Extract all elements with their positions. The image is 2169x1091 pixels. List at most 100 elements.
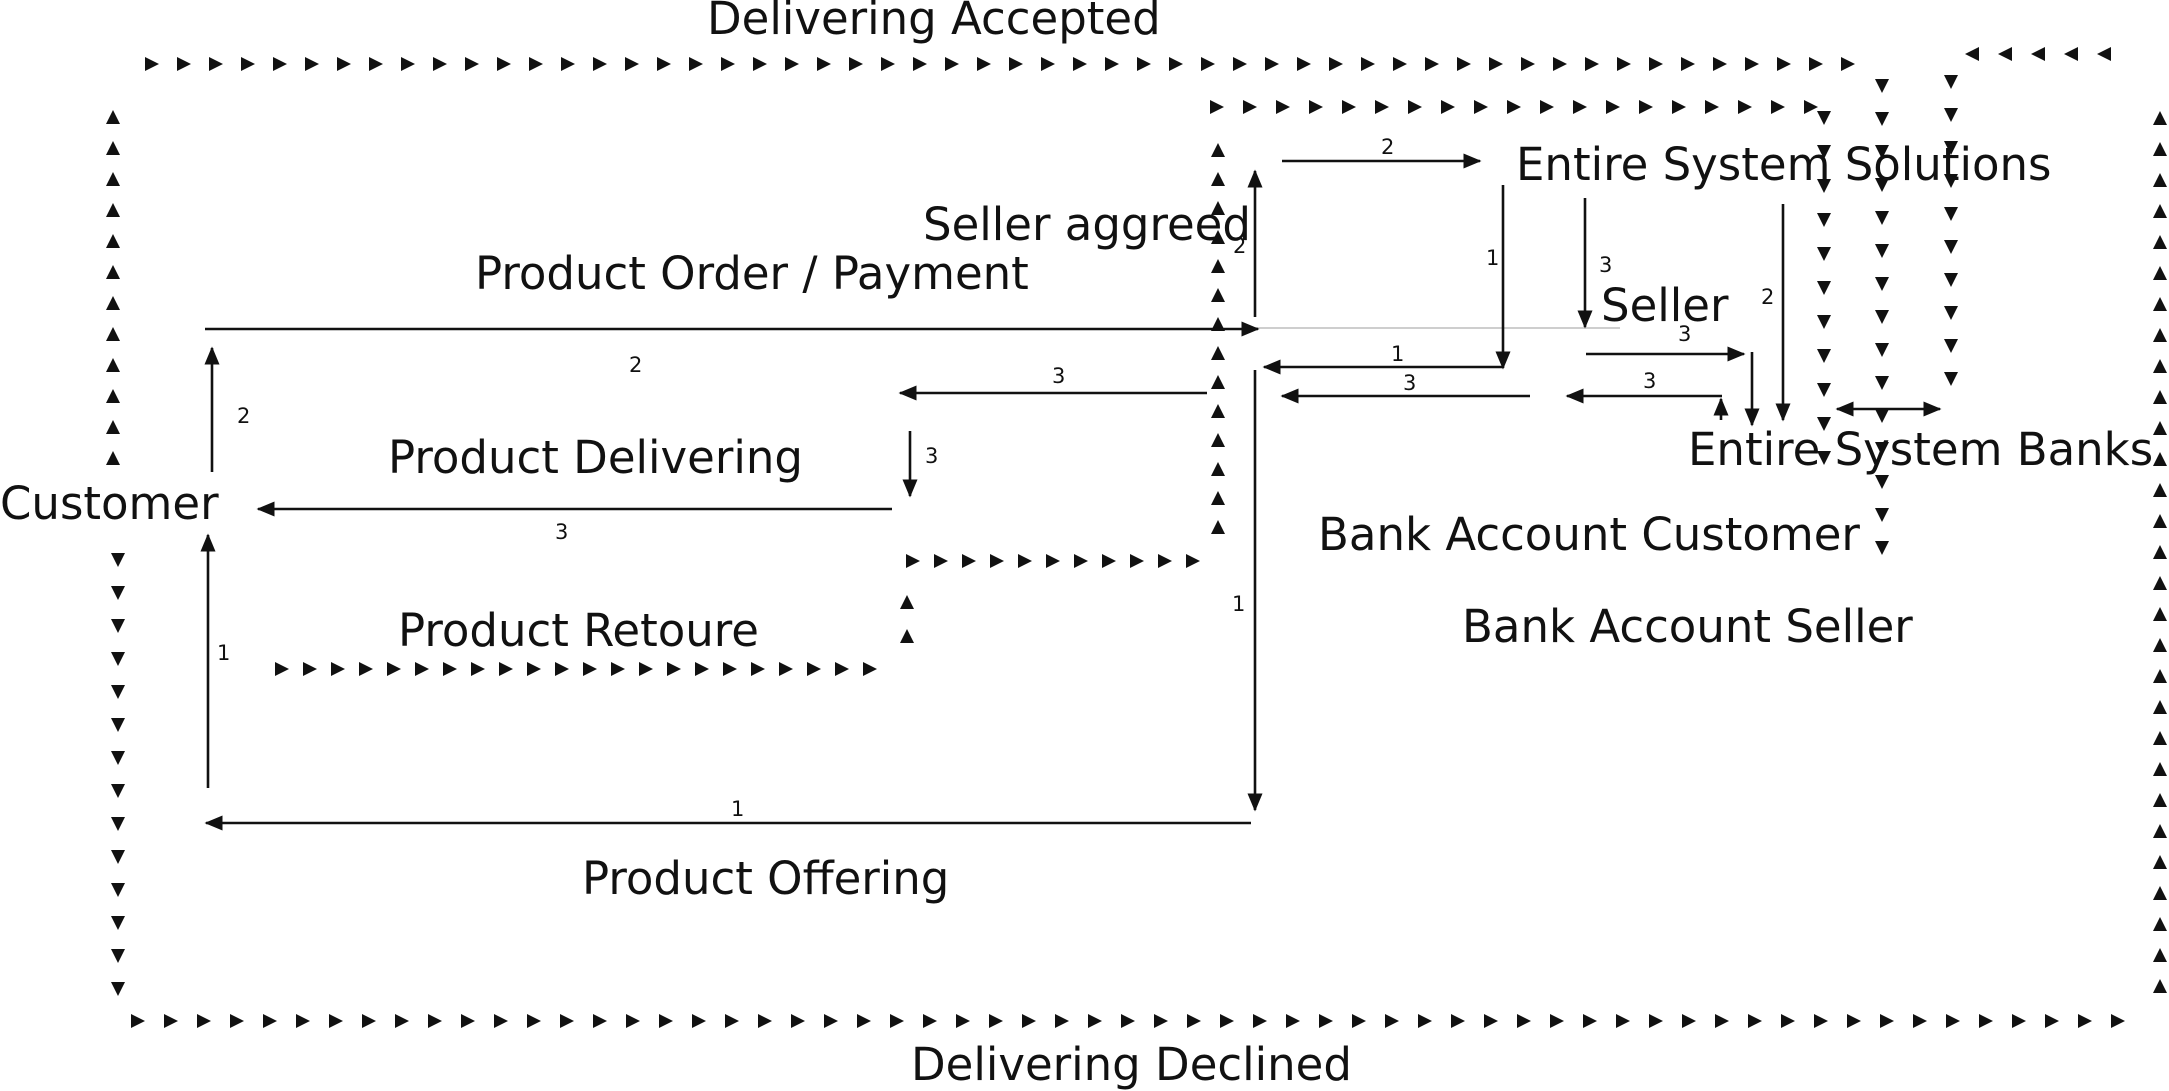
retoure-row-marker [863,662,877,676]
declined-bottom-row-marker [362,1014,376,1028]
left-lower-column-marker [111,817,125,831]
retoure-row-marker [499,662,513,676]
declined-bottom-row-marker [1385,1014,1399,1028]
declined-bottom-row-marker [857,1014,871,1028]
declined-bottom-row-marker [1286,1014,1300,1028]
delivering-declined-label: Delivering Declined [911,1038,1352,1091]
declined-bottom-row-marker [1055,1014,1069,1028]
retoure-up-column-marker [900,629,914,643]
step-number: 1 [1486,246,1499,270]
center-column-marker [1211,404,1225,418]
right-column-marker [2153,948,2167,962]
right-column-marker [2153,638,2167,652]
right-column-marker [2153,111,2167,125]
right-column-marker [2153,607,2167,621]
accepted-top-row-marker [1009,57,1023,71]
accepted-top-row-marker [1649,57,1663,71]
solutions-top-row-marker [1243,100,1257,114]
accepted-top-row-marker [625,57,639,71]
declined-bottom-row-marker [824,1014,838,1028]
declined-bottom-row-marker [1550,1014,1564,1028]
left-upper-column-marker [106,141,120,155]
right-column-marker [2153,514,2167,528]
retoure-row-marker [835,662,849,676]
left-lower-column-marker [111,586,125,600]
declined-bottom-row-marker [989,1014,1003,1028]
left-upper-column-marker [106,172,120,186]
declined-bottom-row-marker [2078,1014,2092,1028]
step-numbers: 2 2 1 3 3 3 1 1 2 2 1 1 3 3 3 3 2 [217,135,1774,821]
left-upper-column-marker [106,451,120,465]
declined-bottom-row-marker [1715,1014,1729,1028]
right-column-marker [2153,886,2167,900]
solutions-top-row-marker [1573,100,1587,114]
center-column-marker [1211,462,1225,476]
accepted-top-row-marker [689,57,703,71]
inner-column-b-marker [1875,145,1889,159]
inner-column-b-marker [1875,178,1889,192]
declined-bottom-row-marker [197,1014,211,1028]
right-column-marker [2153,917,2167,931]
product-retoure-label: Product Retoure [398,604,759,657]
accepted-top-row-marker [273,57,287,71]
accepted-top-row-marker [561,57,575,71]
accepted-top-row-marker [1393,57,1407,71]
retoure-row-marker [751,662,765,676]
left-lower-column-marker [111,619,125,633]
declined-bottom-row-marker [527,1014,541,1028]
retoure-row-marker [275,662,289,676]
accepted-top-row-marker [1073,57,1087,71]
delivering-accepted-label: Delivering Accepted [707,0,1161,45]
accepted-top-row-marker [1105,57,1119,71]
accepted-top-row-marker [849,57,863,71]
declined-bottom-row-marker [1352,1014,1366,1028]
retoure-middle-row-marker [1186,554,1200,568]
retoure-middle-row-marker [1074,554,1088,568]
inner-column-b-marker [1875,79,1889,93]
solutions-top-row-marker [1210,100,1224,114]
accepted-top-row-marker [657,57,671,71]
accepted-top-row-marker [305,57,319,71]
declined-bottom-row-marker [1814,1014,1828,1028]
accepted-top-row-marker [1681,57,1695,71]
step-number: 3 [1599,253,1612,277]
declined-bottom-row-marker [725,1014,739,1028]
entire-system-banks-node: Entire System Banks [1688,423,2153,476]
accepted-top-row-marker [1585,57,1599,71]
solutions-top-row-marker [1507,100,1521,114]
inner-column-a-marker [1817,281,1831,295]
inner-column-c-marker [1944,75,1958,89]
accepted-top-row-marker [1041,57,1055,71]
solutions-top-row-marker [1540,100,1554,114]
declined-bottom-row-marker [1946,1014,1960,1028]
solutions-top-row-marker [1771,100,1785,114]
seller-aggreed-label: Seller aggreed [923,198,1251,251]
declined-bottom-row-marker [1979,1014,1993,1028]
inner-column-b-marker [1875,343,1889,357]
left-lower-column-marker [111,553,125,567]
right-column-marker [2153,576,2167,590]
left-lower-column-marker [111,652,125,666]
retoure-row-marker [359,662,373,676]
declined-bottom-row-marker [428,1014,442,1028]
left-upper-column-marker [106,265,120,279]
right-column-marker [2153,824,2167,838]
declined-bottom-row-marker [296,1014,310,1028]
left-lower-column-marker [111,850,125,864]
declined-bottom-row-marker [626,1014,640,1028]
inner-column-b-marker [1875,310,1889,324]
accepted-top-row-marker [1777,57,1791,71]
declined-bottom-row-marker [1121,1014,1135,1028]
retoure-row-marker [583,662,597,676]
inner-column-b-marker [1875,442,1889,456]
right-column-marker [2153,390,2167,404]
retoure-row-marker [527,662,541,676]
declined-bottom-row-marker [1781,1014,1795,1028]
right-column-marker [2153,855,2167,869]
inner-column-b-marker [1875,409,1889,423]
inner-column-a-marker [1817,315,1831,329]
declined-bottom-row-marker [659,1014,673,1028]
inner-column-c-marker [1944,372,1958,386]
inner-column-a-marker [1817,111,1831,125]
